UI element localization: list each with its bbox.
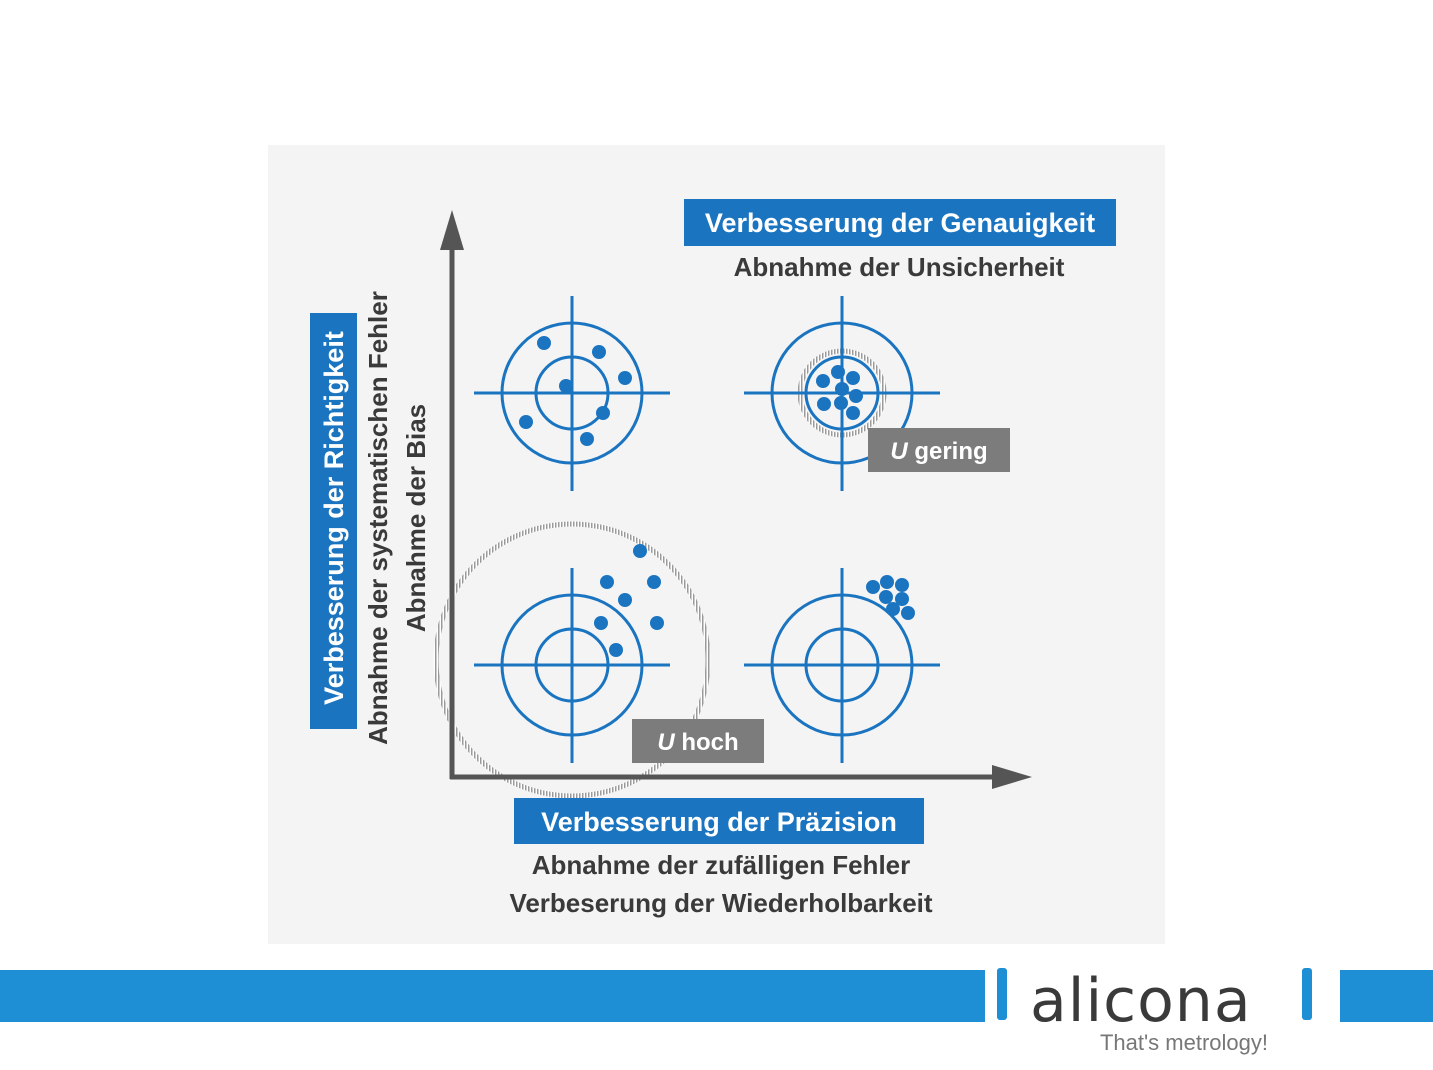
- footer-bar-right: [1340, 970, 1433, 1022]
- u-high-label: U hoch: [657, 729, 738, 756]
- u-high-badge: [632, 719, 764, 763]
- u-low-symbol: U: [890, 438, 908, 465]
- uncertainty-sublabel: Abnahme der Unsicherheit: [734, 252, 1065, 282]
- trueness-label: Verbesserung der Richtigkeit: [319, 331, 349, 705]
- accuracy-label: Verbesserung der Genauigkeit: [705, 208, 1095, 238]
- target-top-left: [474, 296, 670, 491]
- dots-top-right: [816, 365, 863, 420]
- target-bottom-left: [474, 568, 670, 763]
- logo-bracket-left: [997, 968, 1007, 1020]
- u-high-text: hoch: [675, 729, 739, 756]
- dots-top-left: [519, 336, 632, 446]
- systematic-error-sublabel: Abnahme der systematischen Fehler: [363, 291, 393, 745]
- axes: [440, 210, 1032, 789]
- precision-label-bg: [514, 798, 924, 844]
- u-low-badge: [868, 428, 1010, 472]
- logo-tagline: That's metrology!: [1099, 1030, 1268, 1055]
- u-low-label: U gering: [890, 438, 987, 465]
- alicona-logo: alicona That's metrology!: [997, 966, 1312, 1068]
- bias-sublabel: Abnahme der Bias: [401, 404, 431, 632]
- repeatability-sublabel: Verbeserung der Wiederholbarkeit: [509, 888, 932, 918]
- precision-label: Verbesserung der Präzision: [541, 807, 897, 837]
- logo-wordmark: alicona: [1030, 966, 1252, 1036]
- accuracy-label-bg: [684, 199, 1116, 246]
- target-bottom-right: [744, 568, 940, 763]
- u-high-symbol: U: [657, 729, 675, 756]
- dots-bottom-left: [594, 544, 664, 657]
- uncertainty-high-circle: [433, 521, 711, 799]
- footer-bar: [0, 970, 985, 1022]
- u-low-text: gering: [908, 438, 988, 465]
- dots-bottom-right: [866, 575, 915, 620]
- trueness-label-bg: [310, 313, 357, 729]
- logo-bracket-right: [1302, 968, 1312, 1020]
- random-error-sublabel: Abnahme der zufälligen Fehler: [532, 850, 911, 880]
